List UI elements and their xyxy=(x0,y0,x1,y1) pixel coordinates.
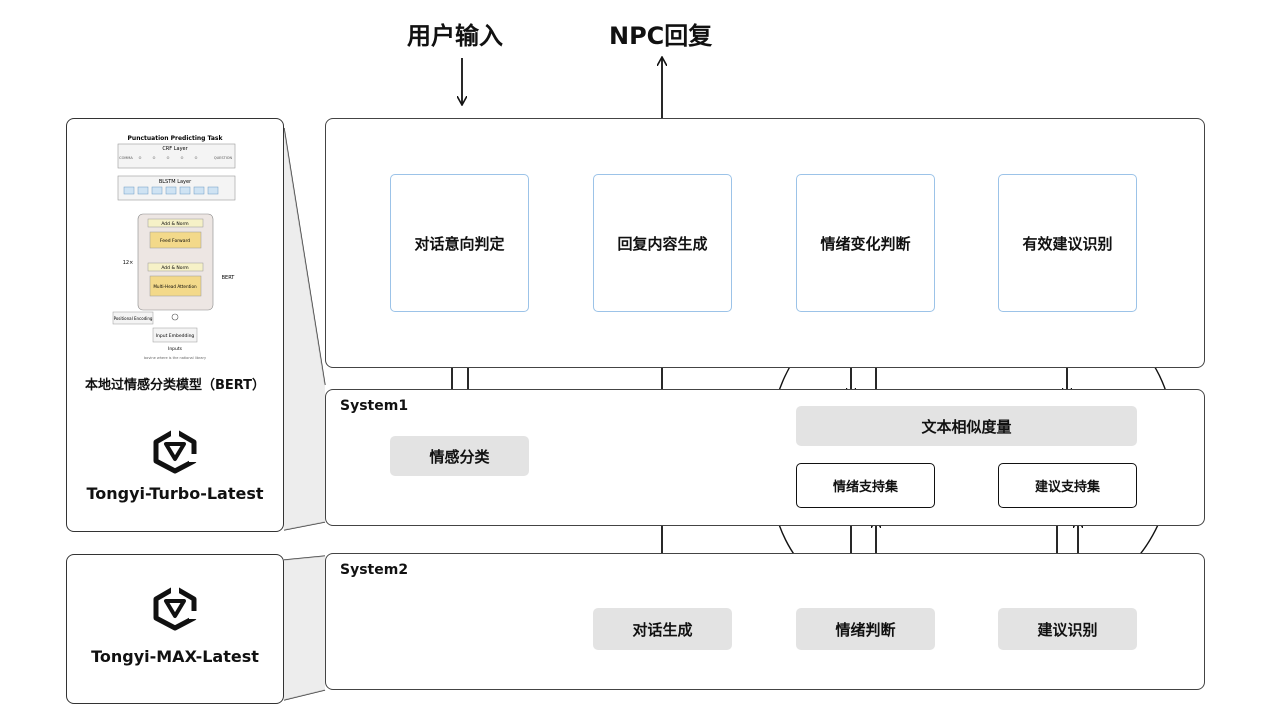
similarity-box[interactable]: 文本相似度量 xyxy=(796,406,1137,446)
dialog-box[interactable]: 对话生成 xyxy=(593,608,732,650)
bert-caption: 本地过情感分类模型（BERT） xyxy=(84,378,266,393)
suggestion-node[interactable]: 有效建议识别 xyxy=(998,174,1137,312)
npc-reply-label: NPC回复 xyxy=(609,22,713,50)
emotion-set-box[interactable]: 情绪支持集 xyxy=(796,463,935,508)
bert-fig-title: Punctuation Predicting Task xyxy=(128,135,224,142)
bert-fig-pos: Positional Encoding xyxy=(114,316,153,321)
bert-fig-inputs: Inputs xyxy=(168,346,183,352)
bert-fig-addnorm: Add & Norm xyxy=(161,221,188,227)
model2-name: Tongyi-MAX-Latest xyxy=(91,647,259,666)
user-input-label: 用户输入 xyxy=(407,22,503,50)
bert-fig-bert: BERT xyxy=(222,275,236,281)
crf-label: QUESTION xyxy=(214,156,233,160)
bert-fig-mha: Multi-Head Attention xyxy=(153,284,197,289)
sentiment-box[interactable]: 情感分类 xyxy=(390,436,529,476)
crf-label: O xyxy=(153,156,156,160)
bert-fig-repeat: 12× xyxy=(123,260,134,266)
crf-label: O xyxy=(167,156,170,160)
tongyi-logo-icon xyxy=(153,428,197,474)
crf-label-row: COMMA O O O O O QUESTION xyxy=(119,156,232,160)
bert-fig-addnorm-2: Add & Norm xyxy=(161,265,188,271)
bert-fig-ff: Feed Forward xyxy=(160,238,190,244)
emotion-judge-box[interactable]: 情绪判断 xyxy=(796,608,935,650)
bert-fig-input-text: bovine where is the national library xyxy=(144,356,206,360)
bert-fig-crf: CRF Layer xyxy=(162,146,188,152)
suggest-set-box[interactable]: 建议支持集 xyxy=(998,463,1137,508)
system2-label: System2 xyxy=(340,562,409,578)
tongyi-logo-icon xyxy=(153,585,197,631)
model1-name: Tongyi-Turbo-Latest xyxy=(86,484,264,503)
system1-label: System1 xyxy=(340,398,409,414)
intent-node[interactable]: 对话意向判定 xyxy=(390,174,529,312)
bert-fig-input-emb: Input Embedding xyxy=(156,333,195,339)
crf-label: COMMA xyxy=(119,156,133,160)
emotion-change-node[interactable]: 情绪变化判断 xyxy=(796,174,935,312)
reply-node[interactable]: 回复内容生成 xyxy=(593,174,732,312)
crf-label: O xyxy=(195,156,198,160)
bert-fig-blstm: BLSTM Layer xyxy=(159,179,192,185)
crf-label: O xyxy=(181,156,184,160)
crf-label: O xyxy=(139,156,142,160)
bert-architecture-figure: Punctuation Predicting Task CRF Layer CO… xyxy=(112,135,236,360)
suggest-recog-box[interactable]: 建议识别 xyxy=(998,608,1137,650)
